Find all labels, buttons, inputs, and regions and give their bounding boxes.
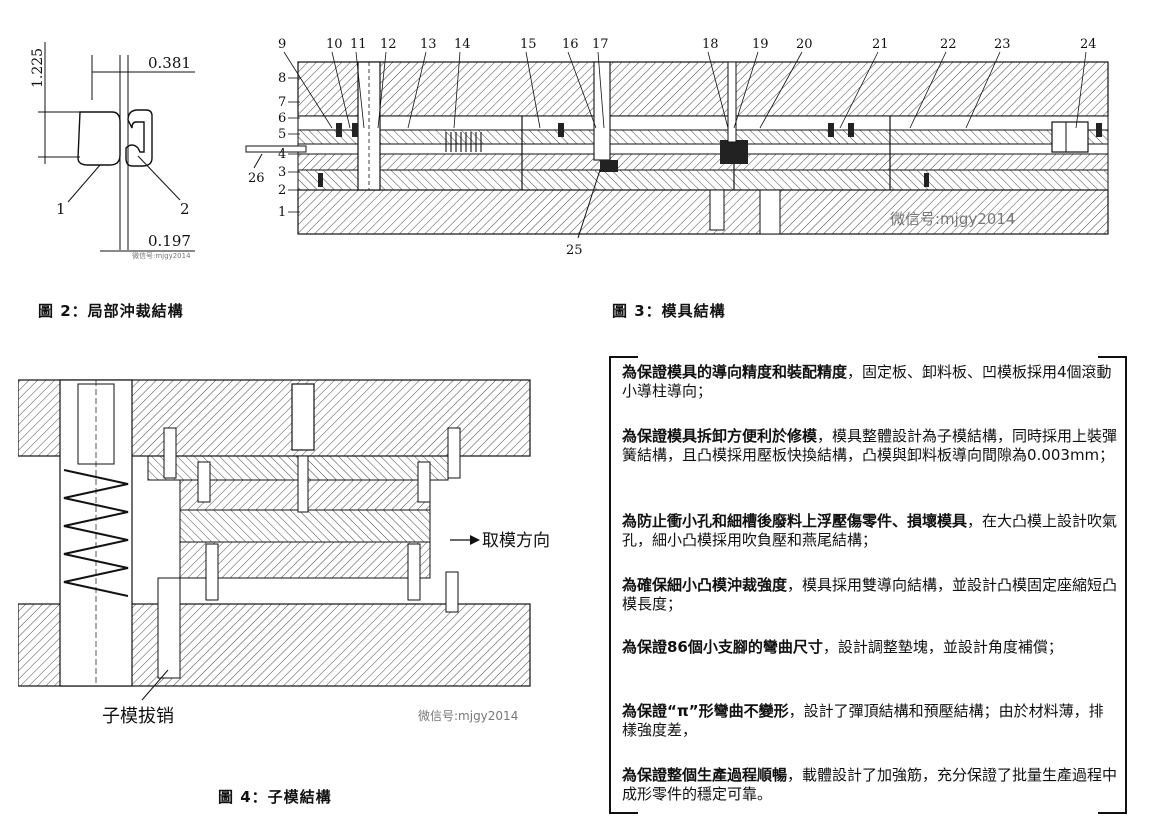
- fig3-callout-1: 1: [278, 205, 286, 220]
- fig3-callout-23: 23: [994, 37, 1011, 52]
- fig3-leader-23: [965, 51, 1001, 129]
- note-disassembly: 為保證模具拆卸方便利於修模，模具整體設計為子模結構，同時採用上裝彈簧結構，且凸模…: [622, 427, 1118, 464]
- fig3-leader-21: [839, 51, 879, 129]
- fig3-label-25: 25: [566, 243, 583, 258]
- fig3-callout-3: 3: [278, 165, 286, 180]
- fig3-leader-16: [567, 51, 597, 129]
- fig3-callout-20: 20: [796, 37, 813, 52]
- fig3-callout-2: 2: [278, 183, 286, 198]
- fig3-caption: 圖 3：模具結構: [612, 302, 726, 320]
- fig2-dim-height: 1.225: [30, 48, 46, 88]
- note-pi-bend: 為保證“π”形彎曲不變形，設計了彈頂結構和預壓結構；由於材料薄，排樣強度差，: [622, 702, 1104, 739]
- fig3-callout-11: 11: [350, 37, 367, 52]
- fig3-callout-10: 10: [326, 37, 343, 52]
- note-production-flow: 為保證整個生產過程順暢，載體設計了加強筋，充分保證了批量生產過程中成形零件的穩定…: [622, 766, 1118, 803]
- fig2-caption: 圖 2：局部沖裁結構: [38, 302, 184, 320]
- fig3-callout-14: 14: [454, 37, 471, 52]
- fig4-caption: 圖 4：子模結構: [218, 788, 332, 806]
- fig4-sub-die-drawing: 取模方向 子模拔销 微信号:mjgy2014: [18, 379, 550, 727]
- fig2-watermark: 微信号:mjgy2014: [132, 251, 191, 260]
- fig4-label-direction: 取模方向: [482, 531, 550, 551]
- fig3-callout-13: 13: [420, 37, 437, 52]
- fig3-callout-15: 15: [520, 37, 537, 52]
- fig3-leader-24: [1075, 51, 1087, 129]
- fig3-leader-19: [733, 51, 759, 129]
- fig3-leader-17: [597, 51, 605, 129]
- note-guide-precision: 為保證模具的導向精度和裝配精度，固定板、卸料板、凹模板採用4個滾動小導柱導向；: [622, 363, 1112, 400]
- fig2-label-2: 2: [180, 200, 190, 218]
- note-punch-strength: 為確保細小凸模沖裁強度，模具採用雙導向結構，並設計凸模固定座縮短凸模長度；: [622, 576, 1118, 613]
- fig3-callout-6: 6: [278, 111, 286, 126]
- fig3-callout-17: 17: [592, 37, 609, 52]
- fig3-callout-8: 8: [278, 71, 286, 86]
- note-bend-size: 為保證86個小支腳的彎曲尺寸，設計調整墊塊，並設計角度補償；: [622, 638, 1063, 656]
- notes-bracket-frame: [609, 356, 1127, 814]
- fig3-leader-9: [283, 51, 333, 129]
- fig3-callout-18: 18: [702, 37, 719, 52]
- fig3-callout-21: 21: [872, 37, 889, 52]
- fig3-callout-4: 4: [278, 147, 286, 162]
- fig3-leader-13: [407, 51, 427, 129]
- fig3-callout-24: 24: [1080, 37, 1097, 52]
- fig3-leader-12: [377, 51, 387, 129]
- fig3-callout-7: 7: [278, 95, 286, 110]
- fig3-callout-19: 19: [752, 37, 769, 52]
- fig3-callout-22: 22: [940, 37, 957, 52]
- fig3-leader-22: [909, 51, 947, 129]
- fig3-callout-12: 12: [380, 37, 397, 52]
- fig3-leader-15: [525, 51, 541, 129]
- fig2-punch-detail-drawing: 1.225 0.381 1 2 0.197 微信号:mjgy2014: [30, 42, 195, 260]
- note-slug-pulling: 為防止衝小孔和細槽後廢料上浮壓傷零件、損壞模具，在大凸模上設計吹氣孔，細小凸模採…: [622, 512, 1118, 549]
- fig2-dim-bottom: 0.197: [148, 232, 191, 250]
- fig3-leader-14: [453, 51, 461, 129]
- fig2-dim-top: 0.381: [148, 54, 191, 72]
- fig3-callout-5: 5: [278, 127, 286, 142]
- fig3-watermark: 微信号:mjgy2014: [890, 210, 1015, 228]
- fig3-leader-20: [759, 51, 803, 129]
- fig4-watermark: 微信号:mjgy2014: [418, 709, 518, 723]
- fig3-leader-10: [331, 51, 351, 129]
- fig3-callout-16: 16: [562, 37, 579, 52]
- fig3-callout-9: 9: [278, 37, 286, 52]
- fig4-label-pin: 子模拔销: [102, 706, 174, 727]
- fig2-label-1: 1: [56, 200, 66, 218]
- fig3-plate-top: [297, 61, 1109, 117]
- fig3-label-26: 26: [248, 171, 265, 186]
- fig3-leader-11: [355, 51, 365, 129]
- fig3-leader-18: [707, 51, 729, 129]
